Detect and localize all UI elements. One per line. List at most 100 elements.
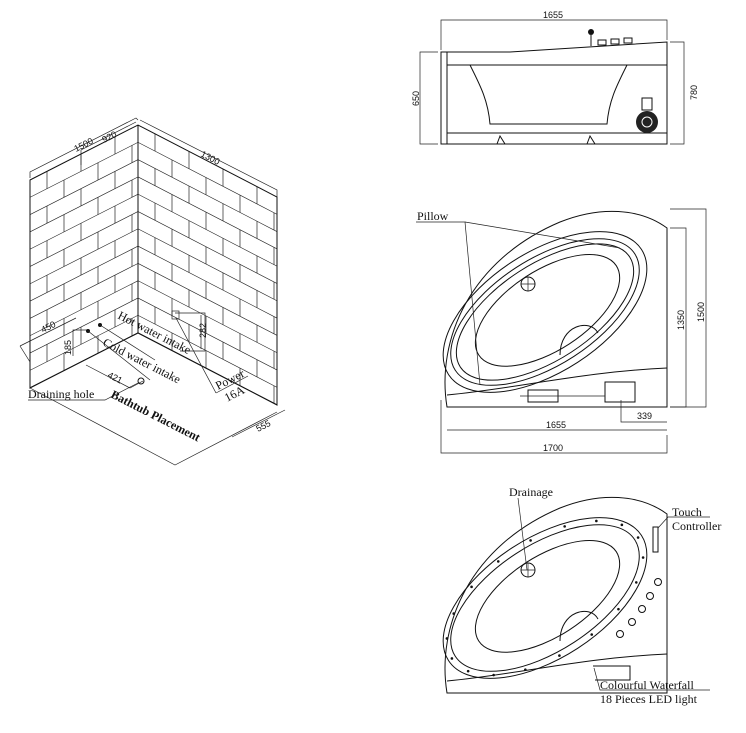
leader-pillow-1 bbox=[416, 221, 481, 386]
brick-course bbox=[138, 280, 277, 354]
brick-course bbox=[138, 141, 277, 215]
leader-pillow-2 bbox=[464, 221, 621, 249]
dim-line-780 bbox=[670, 41, 685, 145]
pump-motor-icon bbox=[636, 111, 658, 133]
dim-line-1500 bbox=[29, 117, 139, 178]
power-box bbox=[175, 312, 206, 352]
control-knob-2 bbox=[610, 38, 620, 45]
led-light bbox=[452, 612, 456, 615]
dim-line-1655-top bbox=[440, 19, 668, 50]
dim-650: 650 bbox=[411, 91, 421, 106]
label-drainage: Drainage bbox=[509, 485, 553, 499]
rim-inner bbox=[450, 524, 640, 672]
rim-middle bbox=[450, 238, 640, 386]
seat-curve-2 bbox=[559, 610, 599, 642]
dim-line-450 bbox=[19, 317, 77, 347]
isometric-wall-view: 1500 920 1300 450 185 421 Hot water inta… bbox=[19, 117, 286, 466]
leader-waterfall bbox=[593, 667, 710, 691]
brick-course bbox=[138, 193, 277, 267]
dim-line-339 bbox=[620, 400, 667, 423]
brick-course bbox=[138, 245, 277, 319]
dim-1655-top: 1655 bbox=[543, 10, 563, 20]
leader-hot bbox=[99, 324, 156, 361]
dim-780: 780 bbox=[689, 85, 699, 100]
jet bbox=[628, 618, 636, 626]
label-led-light: 18 Pieces LED light bbox=[600, 692, 698, 706]
label-colourful-waterfall: Colourful Waterfall bbox=[600, 678, 694, 692]
label-draining-hole: Draining hole bbox=[28, 387, 94, 401]
dim-1500-plan: 1500 bbox=[696, 302, 706, 322]
brick-course bbox=[30, 159, 138, 215]
front-skirt-curve-2 bbox=[446, 653, 668, 682]
led-light bbox=[563, 525, 566, 528]
plan-pump bbox=[604, 381, 636, 403]
dim-920: 920 bbox=[100, 129, 118, 145]
pump-top bbox=[641, 97, 653, 111]
led-lights bbox=[445, 519, 645, 677]
brick-course bbox=[30, 176, 138, 233]
led-light bbox=[595, 519, 598, 523]
led-light bbox=[558, 654, 561, 657]
brick-course bbox=[30, 245, 138, 302]
plan-basin bbox=[442, 231, 648, 393]
floor-outline bbox=[29, 387, 278, 466]
tub-basin-profile bbox=[469, 64, 628, 125]
brick-course bbox=[30, 141, 138, 198]
leader-power bbox=[175, 317, 217, 394]
led-light bbox=[466, 669, 470, 673]
brick-course bbox=[30, 297, 138, 354]
leader-cold bbox=[87, 330, 151, 381]
led-light bbox=[450, 657, 454, 660]
basin-floor bbox=[474, 254, 621, 367]
waterfall-box bbox=[593, 665, 631, 681]
jet bbox=[646, 592, 654, 600]
led-light bbox=[641, 556, 645, 559]
led-light bbox=[470, 585, 473, 589]
dim-450: 450 bbox=[39, 319, 57, 335]
power-socket bbox=[171, 310, 180, 320]
label-controller: Controller bbox=[672, 519, 721, 533]
leader-touch bbox=[657, 516, 710, 529]
led-light bbox=[617, 607, 620, 611]
led-light bbox=[529, 539, 532, 542]
led-light bbox=[590, 633, 594, 636]
label-touch: Touch bbox=[672, 505, 702, 519]
brick-course bbox=[138, 314, 277, 388]
led-light bbox=[496, 560, 500, 563]
jet bbox=[616, 630, 624, 638]
dim-tick bbox=[19, 345, 31, 363]
dim-line-650 bbox=[419, 51, 438, 145]
dim-282: 282 bbox=[198, 323, 208, 338]
dim-line-555 bbox=[231, 409, 286, 438]
dim-line-1300 bbox=[139, 119, 278, 197]
shower-head-icon bbox=[588, 29, 594, 35]
brick-course bbox=[30, 314, 138, 371]
basin-floor bbox=[474, 540, 621, 653]
rim-outer bbox=[442, 231, 648, 393]
leader-drain bbox=[28, 382, 139, 401]
front-skirt-curve bbox=[446, 367, 668, 396]
dim-1500: 1500 bbox=[72, 136, 94, 154]
jet bbox=[654, 578, 662, 586]
control-knob-1 bbox=[597, 39, 607, 46]
brick-course bbox=[30, 193, 138, 250]
brick-course bbox=[138, 159, 277, 232]
rim-outer bbox=[442, 517, 648, 679]
brick-course bbox=[30, 228, 138, 285]
draining-hole-marker bbox=[137, 377, 145, 385]
control-knob-3 bbox=[623, 37, 633, 44]
dim-line-185 bbox=[72, 329, 88, 356]
led-light bbox=[445, 637, 449, 640]
pump-motor-hub bbox=[641, 116, 653, 128]
front-elevation-view: 1655 650 780 bbox=[411, 10, 699, 145]
dim-1700: 1700 bbox=[543, 443, 563, 453]
rim-inner bbox=[455, 243, 635, 381]
dim-555: 555 bbox=[254, 418, 272, 434]
brick-course bbox=[30, 263, 138, 319]
brick-course bbox=[138, 228, 277, 302]
dim-line-920 bbox=[80, 121, 137, 165]
seat-curve bbox=[559, 324, 599, 356]
brick-course bbox=[138, 176, 277, 250]
touch-controller bbox=[652, 526, 659, 553]
